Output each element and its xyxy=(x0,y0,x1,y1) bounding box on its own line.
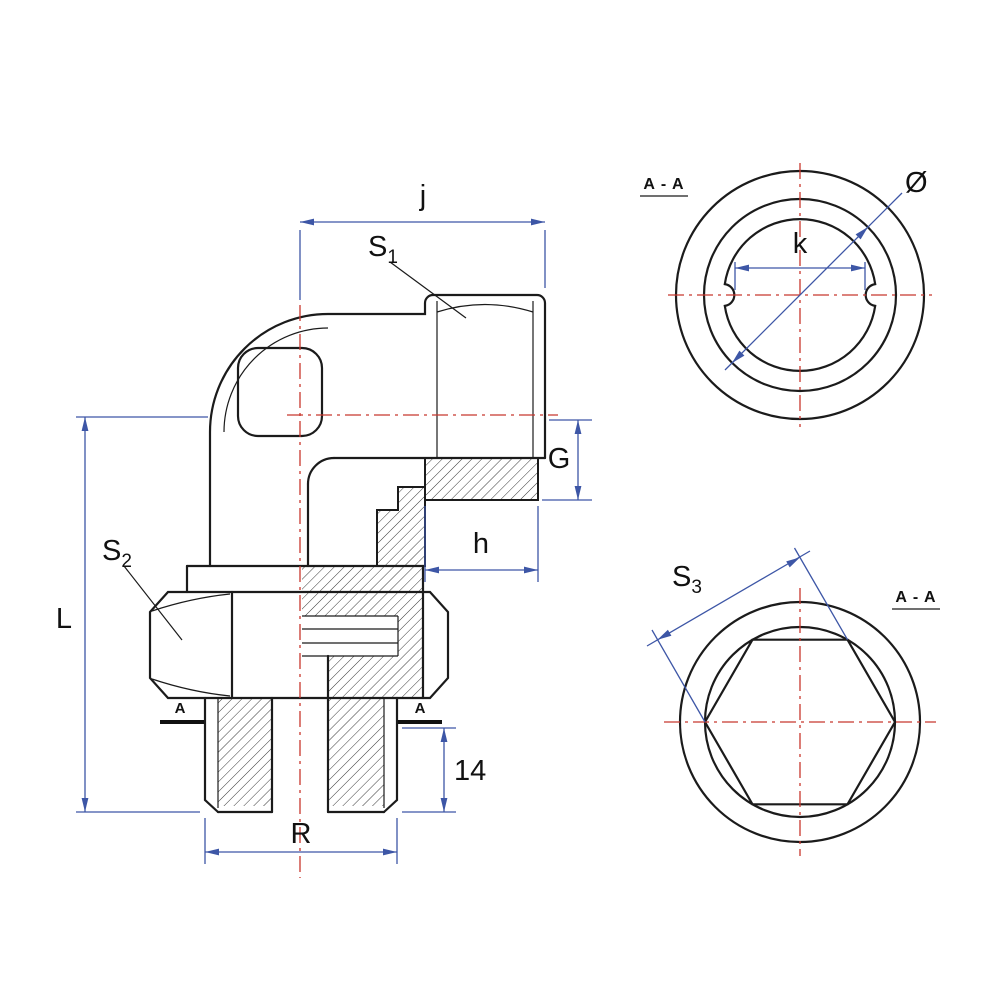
dimension-h: h xyxy=(424,506,539,582)
nut-chamfer-arc-bottom xyxy=(151,678,231,697)
label-S1: S1 xyxy=(368,231,398,268)
nut-chamfer-arc-top xyxy=(151,593,231,612)
label-h: h xyxy=(473,528,489,560)
dimension-S3: S3 xyxy=(646,547,849,723)
dimension-R: R xyxy=(204,818,398,864)
section-cut-marks: A A xyxy=(160,700,442,724)
female-port-collar-section xyxy=(424,457,539,501)
label-G: G xyxy=(548,443,571,475)
union-nut xyxy=(148,564,450,700)
cut-label-right: A xyxy=(415,700,426,717)
section-view-top: k Ø A - A xyxy=(640,163,932,427)
s1-leader-line xyxy=(389,261,467,319)
body-midsection-right xyxy=(398,616,423,656)
dimension-diameter: Ø xyxy=(724,167,928,371)
label-R: R xyxy=(291,818,312,850)
dimension-L: L xyxy=(56,416,208,813)
s2-leader-line xyxy=(123,565,183,641)
stud-section-left xyxy=(218,698,272,806)
corner-boss xyxy=(236,346,324,438)
label-S1-group: S1 xyxy=(368,231,467,319)
elbow-body xyxy=(208,293,547,568)
label-S2-group: S2 xyxy=(102,535,183,641)
dimension-j: j xyxy=(299,180,546,300)
cut-label-left: A xyxy=(175,700,186,717)
label-L: L xyxy=(56,603,72,635)
label-diameter: Ø xyxy=(905,167,928,199)
section-title-top-text: A - A xyxy=(643,176,684,193)
label-14: 14 xyxy=(454,755,486,787)
main-view: A A j G xyxy=(56,180,592,878)
main-centerlines xyxy=(287,305,558,878)
label-j: j xyxy=(419,180,426,212)
hatched-sections xyxy=(218,457,539,806)
section-title-bottom: A - A xyxy=(892,589,940,610)
inner-corner-fillet xyxy=(306,456,336,486)
body-step-section xyxy=(376,486,426,567)
dimension-k: k xyxy=(734,228,866,290)
body-midsection-lower xyxy=(328,656,423,698)
stud-right-edge xyxy=(382,696,399,814)
port-chamfer-arc xyxy=(436,303,534,313)
elbow-outline xyxy=(208,293,547,568)
male-stud xyxy=(203,654,399,814)
notched-bore-profile xyxy=(723,217,877,373)
dimension-G: G xyxy=(542,419,592,501)
section-title-bottom-text: A - A xyxy=(895,589,936,606)
stud-section-right xyxy=(328,698,384,806)
label-S2: S2 xyxy=(102,535,132,572)
thread-engagement-window xyxy=(302,615,399,657)
label-k: k xyxy=(793,228,808,260)
stud-left-edge xyxy=(203,696,220,814)
dimension-14: 14 xyxy=(402,727,486,813)
section-view-bottom: S3 A - A xyxy=(646,547,940,856)
label-S3: S3 xyxy=(672,561,702,598)
outer-corner-inner-arc xyxy=(223,327,329,433)
nut-outline xyxy=(148,590,450,700)
section-title-top: A - A xyxy=(640,176,688,197)
